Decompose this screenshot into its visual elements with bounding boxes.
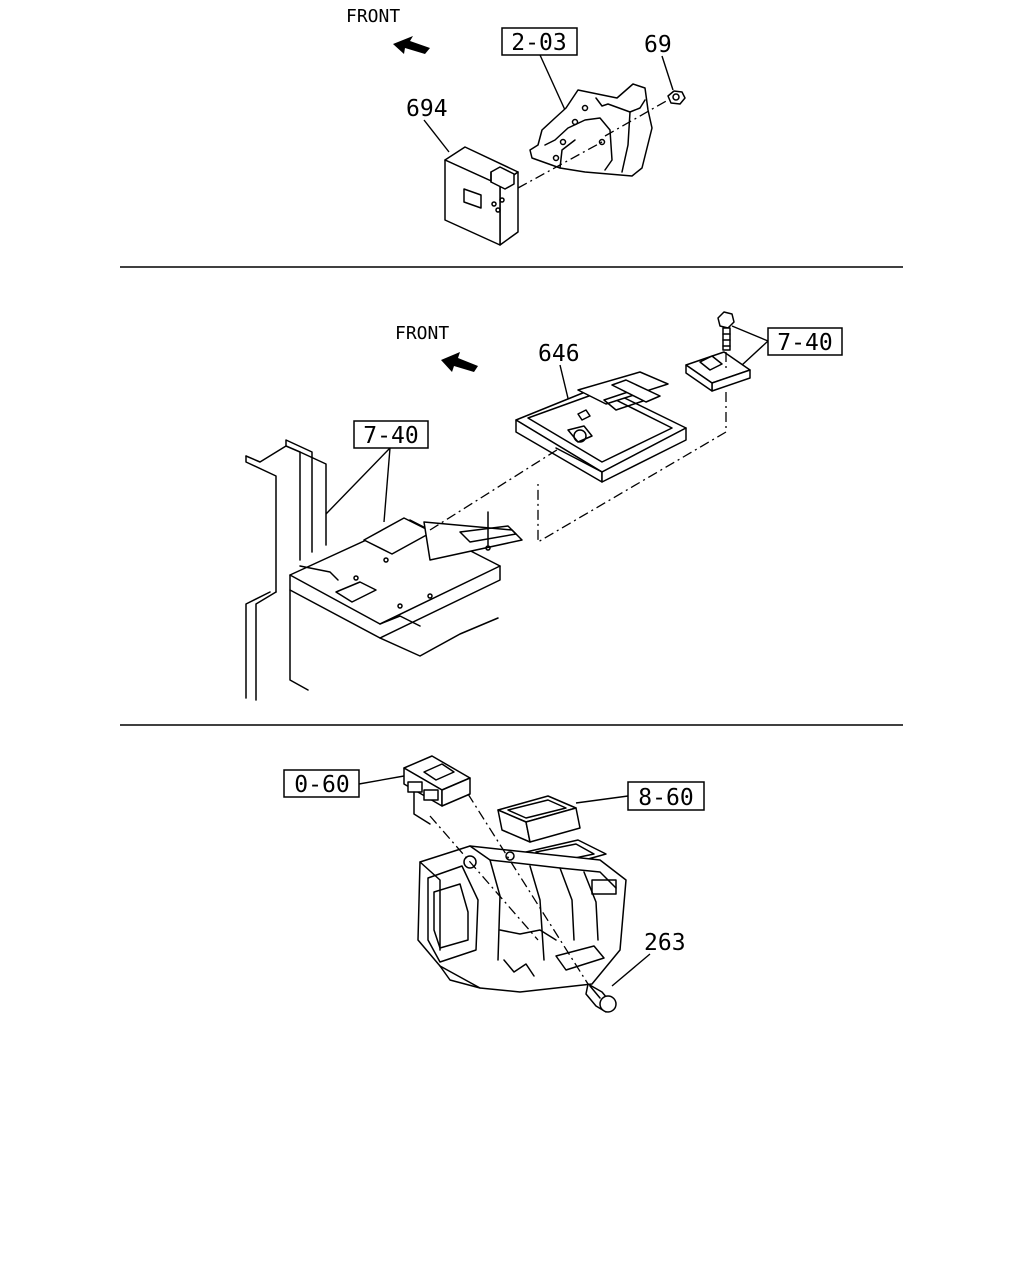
controller-module: [515, 371, 687, 483]
ref-box-7-40-floor-label: 7-40: [363, 423, 418, 449]
leader-line-694: [423, 119, 450, 153]
assembly-line: [517, 141, 603, 189]
floor-panel: [245, 439, 523, 701]
panel-controller-mount: FRONT 646 7-40 7-40: [245, 311, 843, 701]
callout-694: 694: [406, 96, 448, 122]
ecu-module: [444, 146, 519, 246]
leader-line-7-40: [731, 325, 769, 342]
assembly-line: [429, 815, 539, 941]
ref-box-2-03[interactable]: [501, 27, 578, 56]
ref-box-8-60-label: 8-60: [638, 785, 693, 811]
screw-icon: [585, 983, 617, 1013]
assembly-line: [604, 99, 669, 137]
panel-heater-unit: 0-60 8-60 263: [283, 755, 705, 1013]
assembly-line: [429, 447, 561, 531]
ref-box-7-40-floor[interactable]: [353, 420, 429, 449]
panel-ecu-bracket: FRONT 2-03 69 694: [346, 6, 686, 246]
assembly-line: [467, 793, 589, 985]
ref-box-7-40-bolt[interactable]: [767, 327, 843, 356]
ref-box-2-03-label: 2-03: [511, 30, 566, 56]
callout-646: 646: [538, 341, 580, 367]
leader-line-8-60: [575, 795, 629, 804]
leader-line-7-40: [383, 447, 391, 523]
leader-line-0-60: [358, 775, 405, 785]
assembly-line: [537, 392, 727, 544]
front-label: FRONT: [346, 6, 400, 27]
bolt-icon: [717, 311, 735, 351]
front-label: FRONT: [395, 323, 449, 344]
ref-box-7-40-bolt-label: 7-40: [777, 330, 832, 356]
mounting-clip: [685, 351, 751, 392]
leader-line-7-40: [325, 447, 391, 515]
leader-line-263: [611, 953, 651, 987]
control-module: [403, 755, 471, 825]
nut-icon: [667, 90, 686, 105]
callout-263: 263: [644, 930, 686, 956]
leader-line-7-40: [741, 340, 769, 366]
front-arrow-icon: [393, 36, 430, 54]
front-arrow-icon: [441, 352, 478, 372]
callout-69: 69: [644, 32, 672, 58]
leader-line-2-03: [539, 54, 566, 111]
ref-box-0-60-label: 0-60: [294, 772, 349, 798]
leader-line-69: [661, 55, 674, 91]
ref-box-8-60[interactable]: [627, 781, 705, 811]
heater-housing: [417, 845, 627, 993]
mounting-bracket: [529, 83, 653, 177]
